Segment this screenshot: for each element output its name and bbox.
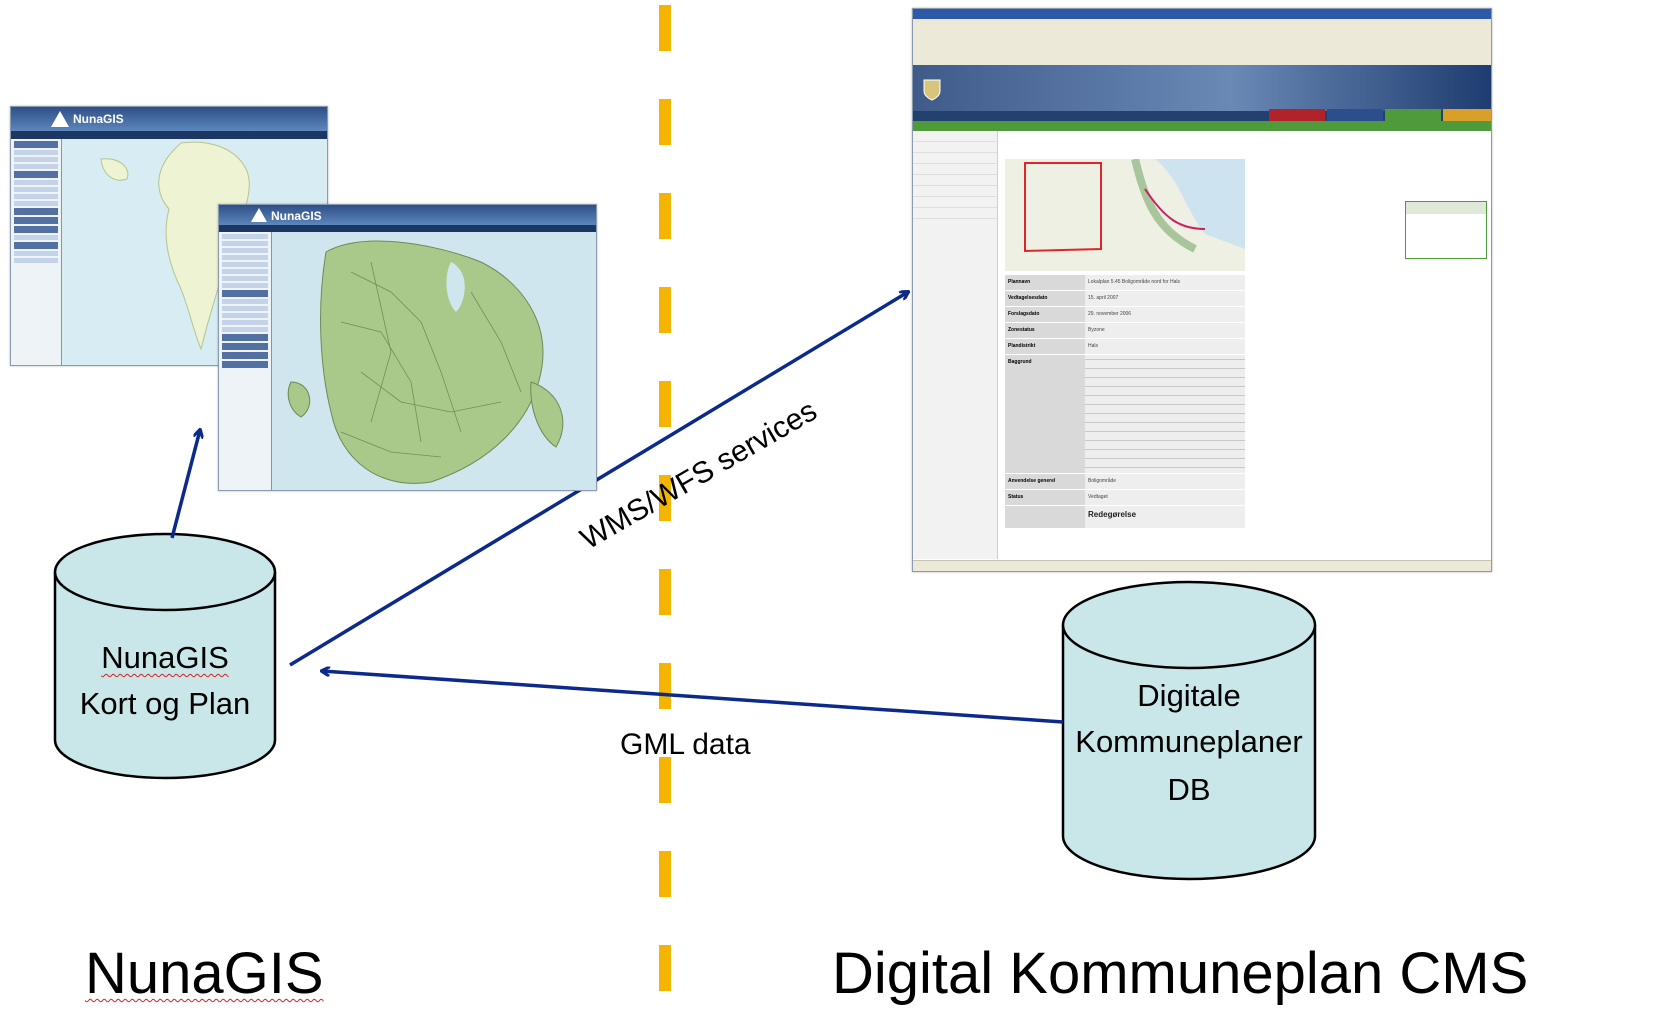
arrow-gml	[322, 671, 1064, 724]
greenland-map	[100, 141, 250, 351]
nunagis-database-cylinder	[53, 532, 277, 780]
arrow-wms-wfs	[289, 292, 908, 667]
left-section-heading: NunaGIS	[85, 941, 324, 1006]
nunagis-db-label-1: NunaGIS	[101, 640, 229, 675]
nunagis-logo-detail: NunaGIS	[271, 209, 322, 223]
kommuneplaner-db-label-1: Digitale	[1137, 678, 1241, 713]
town-map	[287, 240, 564, 484]
status-box	[1405, 201, 1487, 259]
arrow-db-to-viewer	[170, 430, 200, 539]
kommuneplaner-database-cylinder	[1061, 580, 1317, 881]
nunagis-detail-screenshot: NunaGIS	[218, 204, 597, 491]
nunagis-logo: NunaGIS	[73, 112, 124, 126]
logo-mark-icon	[51, 111, 69, 127]
right-section-heading: Digital Kommuneplan CMS	[832, 941, 1529, 1006]
nunagis-overview-screenshot: NunaGIS	[10, 106, 328, 366]
nunagis-db-label-2: Kort og Plan	[79, 686, 251, 721]
kommuneplaner-db-label-2: Kommuneplaner	[1075, 724, 1303, 759]
plan-map	[1005, 159, 1245, 271]
logo-mark-icon	[251, 208, 267, 222]
redegorelse-heading: Redegørelse	[1085, 506, 1245, 528]
gml-data-label: GML data	[620, 728, 751, 761]
municipality-crest-icon	[923, 79, 941, 101]
kommuneplaner-db-label-3: DB	[1167, 772, 1211, 807]
